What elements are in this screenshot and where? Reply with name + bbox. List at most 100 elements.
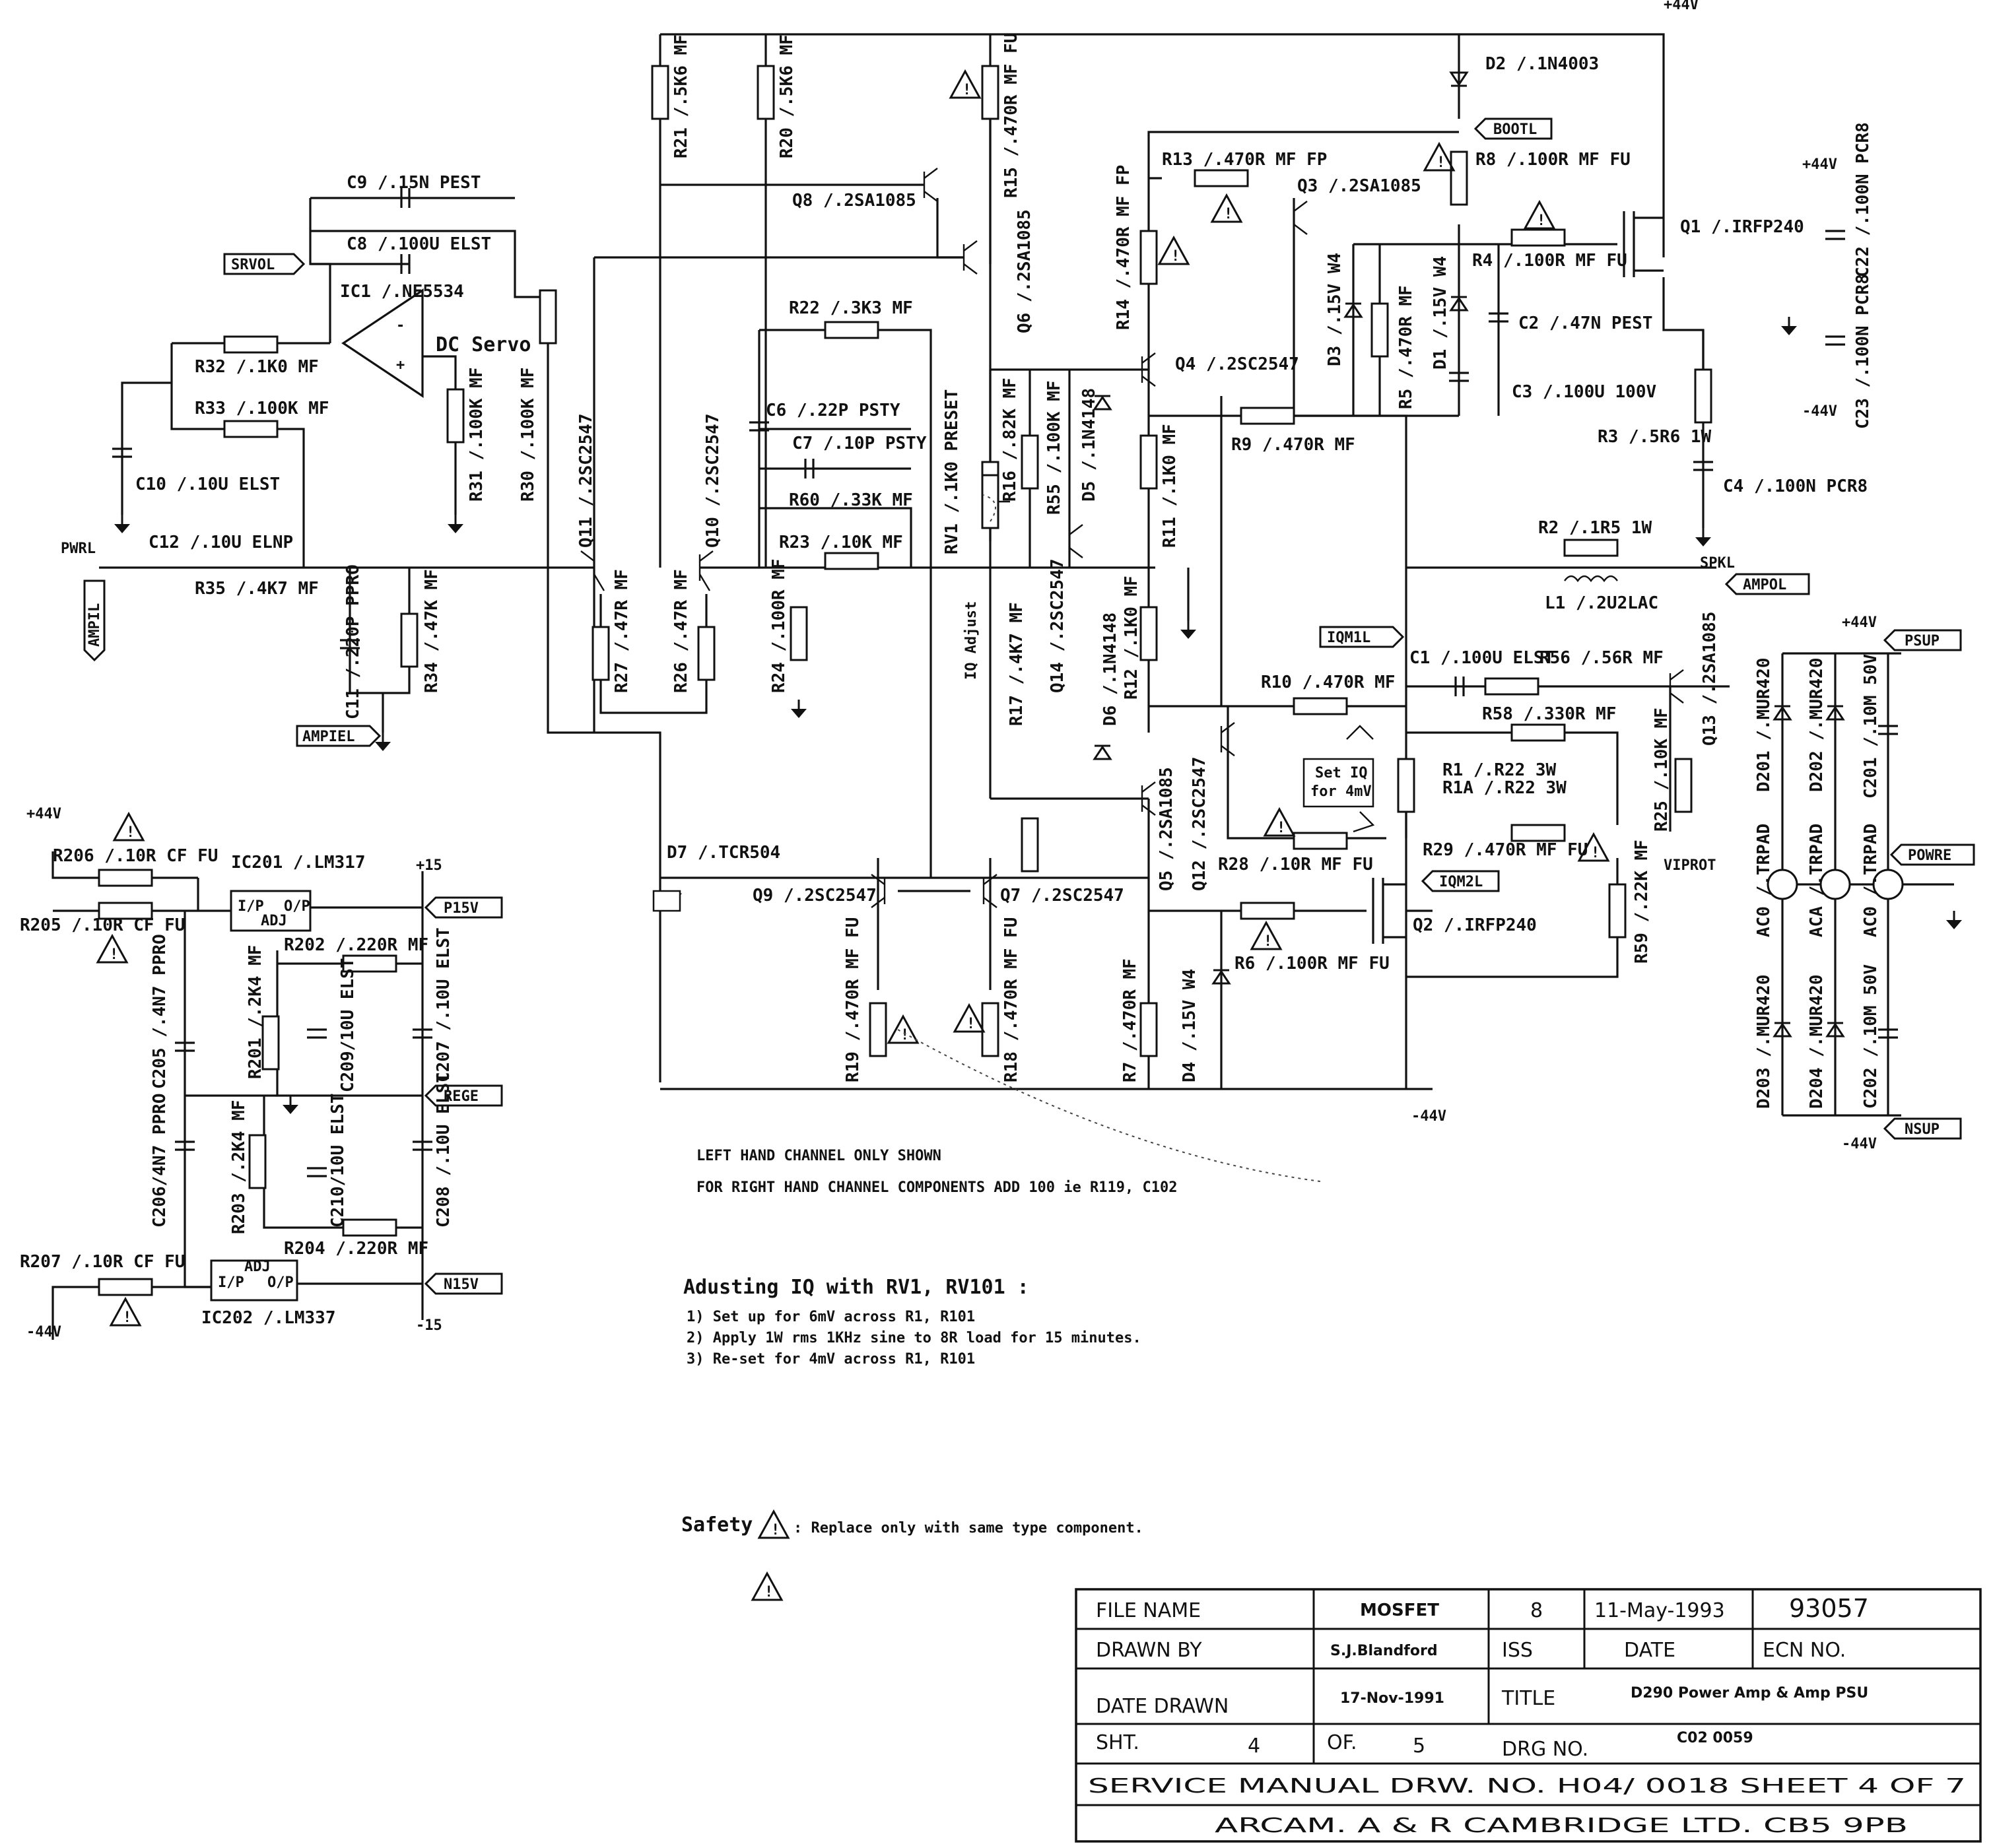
r16-label: R16 /.82K MF (1000, 378, 1020, 502)
svg-text:IQM2L: IQM2L (1439, 874, 1483, 890)
r28-label: R28 /.10R MF FU (1218, 855, 1373, 874)
tb-of: 5 (1413, 1734, 1425, 1758)
svg-text:O/P: O/P (284, 898, 310, 915)
q8-label: Q8 /.2SA1085 (792, 191, 916, 211)
safety-text: : Replace only with same type component. (794, 1520, 1143, 1536)
r19-label: R19 /.470R MF FU (843, 917, 863, 1082)
r10-label: R10 /.470R MF (1261, 673, 1396, 692)
q6-label: Q6 /.2SA1085 (1015, 209, 1034, 333)
rail-pos-c22-label: +44V (1802, 156, 1837, 173)
q12-label: Q12 /.2SC2547 (1190, 757, 1209, 892)
c9-label: C9 /.15N PEST (347, 173, 481, 193)
ic201-label: IC201 /.LM317 (231, 853, 366, 873)
c22-label: C22 /.100N PCR8 (1853, 122, 1873, 277)
pwrl-label: PWRL (61, 541, 96, 557)
port-srvol: SRVOL (223, 253, 306, 275)
note-right-hand: FOR RIGHT HAND CHANNEL COMPONENTS ADD 10… (696, 1179, 1177, 1196)
r8-label: R8 /.100R MF FU (1475, 150, 1631, 170)
port-tags: SRVOL AMPIL AMPIEL BOOTL AMPOL IQM1L IQM… (83, 117, 1975, 1295)
port-iqm1l: IQM1L (1319, 626, 1405, 648)
rail-pos-label: +44V (1664, 0, 1699, 13)
r26-label: R26 /.47R MF (671, 569, 691, 693)
tb-title: D290 Power Amp & Amp PSU (1631, 1685, 1868, 1701)
r25-label: R25 /.10K MF (1652, 708, 1672, 832)
r29-label: R29 /.470R MF FU (1423, 840, 1588, 860)
r11-label: R11 /.1K0 MF (1160, 424, 1180, 548)
tb-date-label: DATE (1624, 1639, 1675, 1662)
rail-neg-label: -44V (1411, 1108, 1446, 1125)
q11-label: Q11 /.2SC2547 (576, 414, 596, 548)
tb-file-name: MOSFET (1360, 1600, 1439, 1620)
svg-text:ADJ: ADJ (261, 913, 287, 929)
port-iqm2l: IQM2L (1421, 870, 1500, 892)
l1-label: L1 /.2U2LAC (1545, 593, 1658, 613)
r33-label: R33 /.100K MF (195, 399, 329, 418)
aca-label: ACA /.TRPAD (1807, 824, 1827, 937)
c8-label: C8 /.100U ELST (347, 234, 491, 254)
tb-drg: C02 0059 (1677, 1730, 1753, 1746)
r204-label: R204 /.220R MF (284, 1239, 428, 1259)
svg-text:P15V: P15V (444, 900, 479, 917)
rail-neg-reg-label: -44V (26, 1324, 61, 1340)
d4-label: D4 /.15V W4 (1180, 969, 1199, 1082)
r13-label: R13 /.470R MF FP (1162, 150, 1327, 170)
r202-label: R202 /.220R MF (284, 935, 428, 955)
dc-servo-label: DC Servo (436, 333, 531, 356)
c7-label: C7 /.10P PSTY (792, 434, 927, 453)
svg-text:AMPIEL: AMPIEL (302, 729, 355, 745)
q4-label: Q4 /.2SC2547 (1175, 354, 1299, 374)
notes: LEFT HAND CHANNEL ONLY SHOWN FOR RIGHT H… (681, 1148, 1177, 1540)
c1-label: C1 /.100U ELST (1409, 648, 1554, 668)
ic202-label: IC202 /.LM337 (201, 1308, 336, 1328)
d5-label: D5 /.1N4148 (1079, 388, 1099, 502)
q2-label: Q2 /.IRFP240 (1413, 915, 1537, 935)
r35-label: R35 /.4K7 MF (195, 579, 319, 599)
ic1-label: IC1 /.NE5534 (340, 282, 464, 302)
port-bootl: BOOTL (1473, 117, 1553, 140)
d6-label: D6 /.1N4148 (1100, 612, 1120, 726)
c2-label: C2 /.47N PEST (1518, 314, 1653, 333)
tb-date-drawn-label: DATE DRAWN (1096, 1695, 1229, 1718)
c209-label: C209/10U ELST (338, 958, 358, 1093)
q7-label: Q7 /.2SC2547 (1000, 886, 1124, 906)
wiring (51, 33, 1954, 1340)
r31-label: R31 /.100K MF (467, 368, 487, 502)
d1-label: D1 /.15V W4 (1431, 256, 1450, 370)
tb-drawn-by: S.J.Blandford (1330, 1643, 1438, 1659)
q9-label: Q9 /.2SC2547 (753, 886, 877, 906)
r30-label: R30 /.100K MF (518, 368, 538, 502)
r9-label: R9 /.470R MF (1231, 435, 1355, 455)
r201-label: R201 /.2K4 MF (246, 945, 265, 1080)
svg-text:REGE: REGE (444, 1088, 479, 1105)
tb-drg-label: DRG NO. (1502, 1738, 1588, 1761)
r60-label: R60 /.33K MF (789, 490, 913, 510)
q14-label: Q14 /.2SC2547 (1048, 559, 1067, 694)
svg-text:POWRE: POWRE (1908, 847, 1951, 864)
c205-label: C205 /.4N7 PPRO (150, 934, 170, 1089)
rail-pos-reg-label: +44V (26, 806, 61, 822)
r3-label: R3 /.5R6 1W (1598, 427, 1712, 447)
r7-label: R7 /.470R MF (1120, 958, 1140, 1082)
r32-label: R32 /.1K0 MF (195, 357, 319, 377)
svg-text:ADJ: ADJ (244, 1259, 271, 1275)
tb-sht: 4 (1248, 1734, 1260, 1758)
tb-of-label: OF. (1327, 1731, 1357, 1754)
tb-service-manual: SERVICE MANUAL DRW. NO. H04/ 0018 SHEET … (1088, 1775, 1966, 1798)
component-symbols: - + (96, 65, 1963, 1602)
tb-sht-label: SHT. (1096, 1731, 1139, 1754)
r12-label: R12 /.1K0 MF (1122, 576, 1141, 700)
iq-adjust-label: IQ Adjust (963, 601, 980, 680)
r56-label: R56 /.56R MF (1539, 648, 1664, 668)
c6-label: C6 /.22P PSTY (766, 401, 900, 420)
d201-label: D201 /.MUR420 (1754, 658, 1774, 793)
d7-label: D7 /.TCR504 (667, 843, 780, 863)
tb-file-name-label: FILE NAME (1096, 1599, 1201, 1622)
rail-neg-c23-label: -44V (1802, 403, 1837, 420)
tb-issue-date: 11-May-1993 (1594, 1599, 1725, 1622)
r1-label: R1 /.R22 3W (1442, 760, 1557, 780)
c207-label: C207 /.10U ELST (434, 927, 454, 1082)
svg-text:-: - (396, 317, 405, 334)
component-labels: +44V -44V +15 -15 +44V -44V +44V -44V +4… (20, 0, 1881, 1340)
safety-prefix: Safety (681, 1513, 753, 1536)
